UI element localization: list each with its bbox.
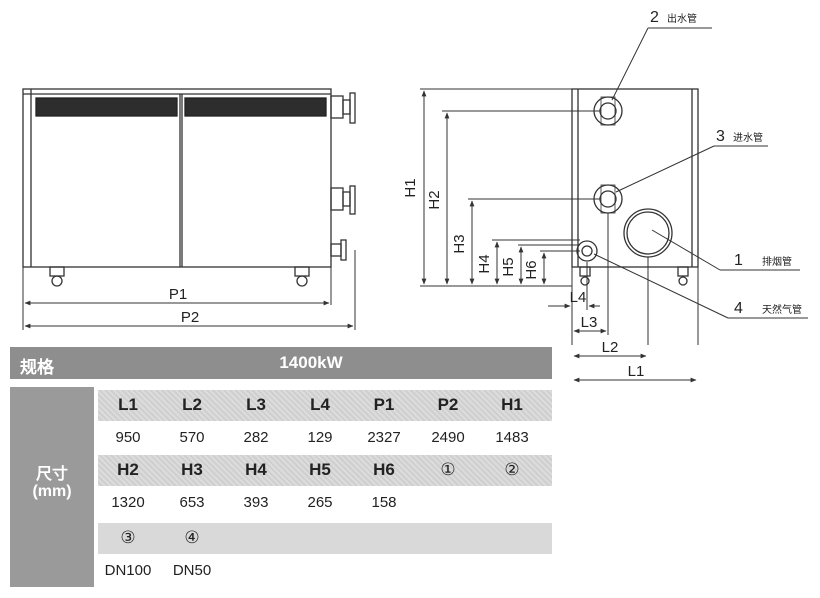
value-row-1: 950 570 282 129 2327 2490 1483 xyxy=(98,421,552,455)
size-cell: 尺寸 (mm) xyxy=(10,387,94,587)
value-cell: 282 xyxy=(243,429,269,446)
callout-4-text: 天然气管 xyxy=(762,303,802,316)
header-cell: ② xyxy=(504,460,520,480)
value-cell: DN50 xyxy=(172,562,212,579)
dim-h4-label: H4 xyxy=(476,254,493,273)
value-row-2: 1320 653 393 265 158 xyxy=(98,486,552,520)
dim-h1-label: H1 xyxy=(402,178,419,197)
value-cell: 570 xyxy=(179,429,205,446)
header-cell: H2 xyxy=(117,460,139,479)
dim-p1-label: P1 xyxy=(169,286,187,303)
callout-1-number: 1 xyxy=(734,252,743,269)
spec-model: 1400kW xyxy=(279,353,343,372)
callout-1-text: 排烟管 xyxy=(762,255,792,268)
callout-3-text: 进水管 xyxy=(733,131,763,144)
callout-2-number: 2 xyxy=(650,9,659,26)
spec-label: 规格 xyxy=(20,358,54,378)
front-dimensions xyxy=(22,250,356,330)
value-cell: 1320 xyxy=(111,494,145,511)
callout-leaders xyxy=(593,27,808,319)
value-cell: 2327 xyxy=(367,429,401,446)
header-cell: L3 xyxy=(246,395,266,414)
header-cell: L2 xyxy=(182,395,202,414)
callout-4-number: 4 xyxy=(734,300,743,317)
dim-h5-label: H5 xyxy=(500,257,517,276)
header-cell: H5 xyxy=(309,460,331,479)
header-cell: H6 xyxy=(373,460,395,479)
value-cell: 265 xyxy=(307,494,333,511)
value-cell: 653 xyxy=(179,494,205,511)
header-cell: H4 xyxy=(245,460,267,479)
header-cell: P2 xyxy=(437,395,459,414)
header-cell: H1 xyxy=(501,395,523,414)
header-row-2: H2 H3 H4 H5 H6 ① ② xyxy=(98,455,552,486)
value-cell: 393 xyxy=(243,494,269,511)
size-unit: (mm) xyxy=(32,483,72,500)
front-view xyxy=(22,88,356,287)
spec-table: 规格 1400kW 尺寸 (mm) L1 L2 L3 L4 P1 P2 H1 9… xyxy=(10,347,552,588)
header-cell: ③ xyxy=(120,528,136,548)
header-cell: H3 xyxy=(181,460,203,479)
dim-h3-label: H3 xyxy=(451,234,468,253)
dim-h6-label: H6 xyxy=(523,260,540,279)
dim-l1-label: L1 xyxy=(628,363,645,380)
header-cell: ④ xyxy=(184,528,200,548)
header-cell: P1 xyxy=(373,395,395,414)
value-cell: 2490 xyxy=(431,429,465,446)
value-cell: 950 xyxy=(115,429,141,446)
side-view xyxy=(571,88,699,286)
dim-l3-label: L3 xyxy=(581,314,598,331)
value-row-3: DN100 DN50 xyxy=(98,554,552,588)
dim-l4-label: L4 xyxy=(570,289,587,306)
value-cell: 129 xyxy=(307,429,333,446)
header-cell: L4 xyxy=(310,395,330,414)
header-cell: ① xyxy=(440,460,456,480)
dim-p2-label: P2 xyxy=(181,309,199,326)
value-cell: DN100 xyxy=(104,562,152,579)
spec-body: 尺寸 (mm) L1 L2 L3 L4 P1 P2 H1 950 570 282… xyxy=(10,387,552,588)
dim-h2-label: H2 xyxy=(426,190,443,209)
header-row-3: ③ ④ xyxy=(98,523,552,554)
callout-2-text: 出水管 xyxy=(667,12,697,25)
header-cell: L1 xyxy=(118,395,138,414)
size-label: 尺寸 xyxy=(35,464,68,483)
side-dimensions xyxy=(420,88,699,345)
spec-header: 规格 1400kW xyxy=(10,347,552,379)
header-row-1: L1 L2 L3 L4 P1 P2 H1 xyxy=(98,390,552,421)
value-cell: 158 xyxy=(371,494,397,511)
technical-drawing: P1 P2 xyxy=(22,9,808,345)
callout-3-number: 3 xyxy=(716,128,725,145)
value-cell: 1483 xyxy=(495,429,529,446)
